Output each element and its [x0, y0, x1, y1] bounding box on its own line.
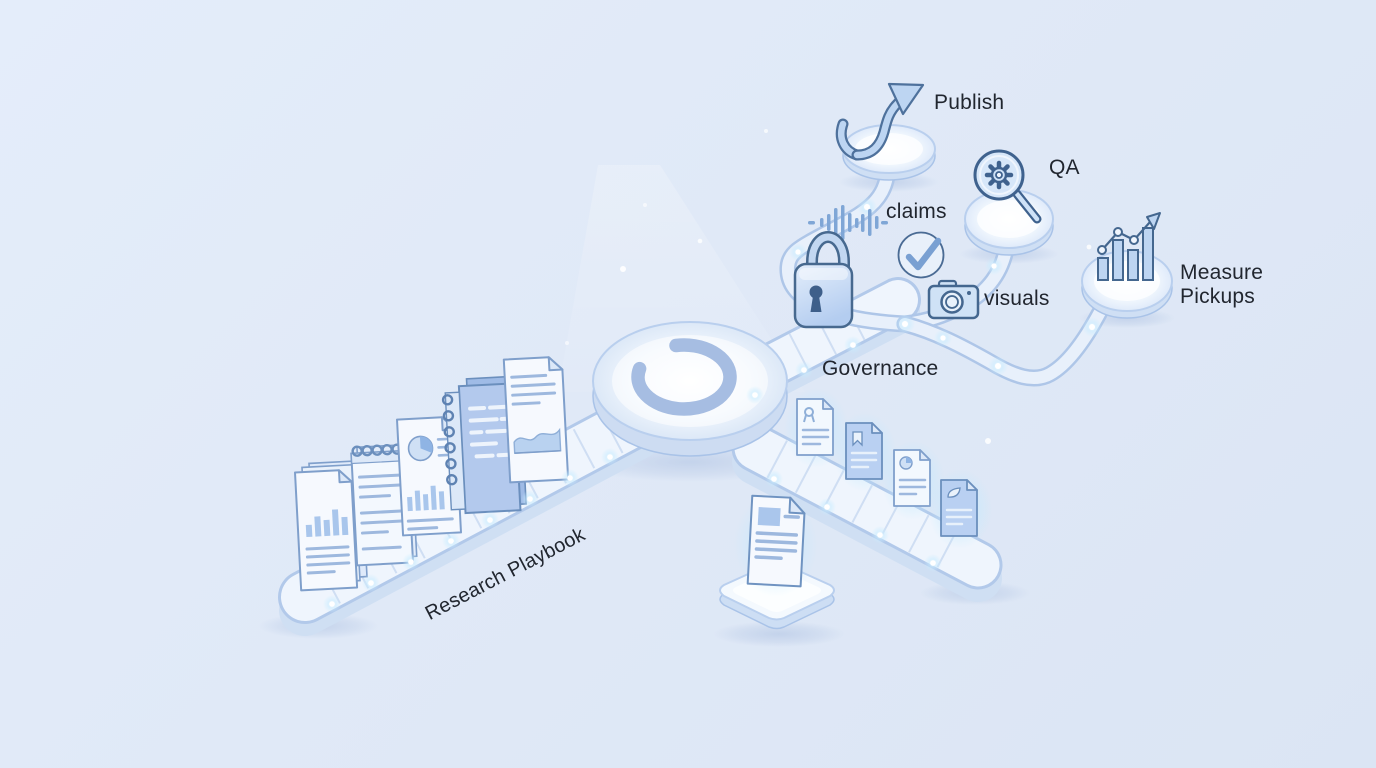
doc-bar-report [294, 459, 368, 592]
publish-arrow-icon [835, 82, 925, 161]
qa-magnifier-gear-icon [973, 149, 1042, 224]
research-documents [294, 356, 570, 592]
measure-platform [1081, 212, 1173, 319]
label-publish: Publish [934, 91, 1005, 114]
label-visuals: visuals [984, 287, 1050, 310]
publish-platform [835, 82, 936, 181]
checkmark-icon [897, 231, 945, 279]
camera-icon [927, 279, 980, 320]
output-card-leaf [940, 479, 978, 537]
qa-platform [964, 149, 1054, 256]
output-card-bookmark [845, 422, 883, 480]
platform-document-icon [746, 494, 806, 588]
progress-ring-icon [631, 338, 737, 416]
label-measure-pickups: Measure Pickups [1180, 261, 1264, 308]
doc-spiral-notepad [350, 443, 418, 567]
measure-chart-icon [1097, 212, 1161, 281]
claims-waveform-icon [808, 205, 888, 240]
label-governance: Governance [822, 357, 939, 380]
output-cards [784, 388, 992, 549]
output-card-pie [893, 449, 931, 507]
doc-area-report [502, 356, 570, 484]
output-card-award [796, 398, 834, 456]
central-hub [592, 321, 788, 457]
label-claims: claims [886, 200, 947, 223]
conveyor-glow-dots [323, 336, 942, 613]
sparkles [565, 129, 1092, 444]
lock-icon [793, 230, 854, 329]
label-qa: QA [1049, 156, 1080, 179]
bottom-platform [719, 493, 835, 630]
